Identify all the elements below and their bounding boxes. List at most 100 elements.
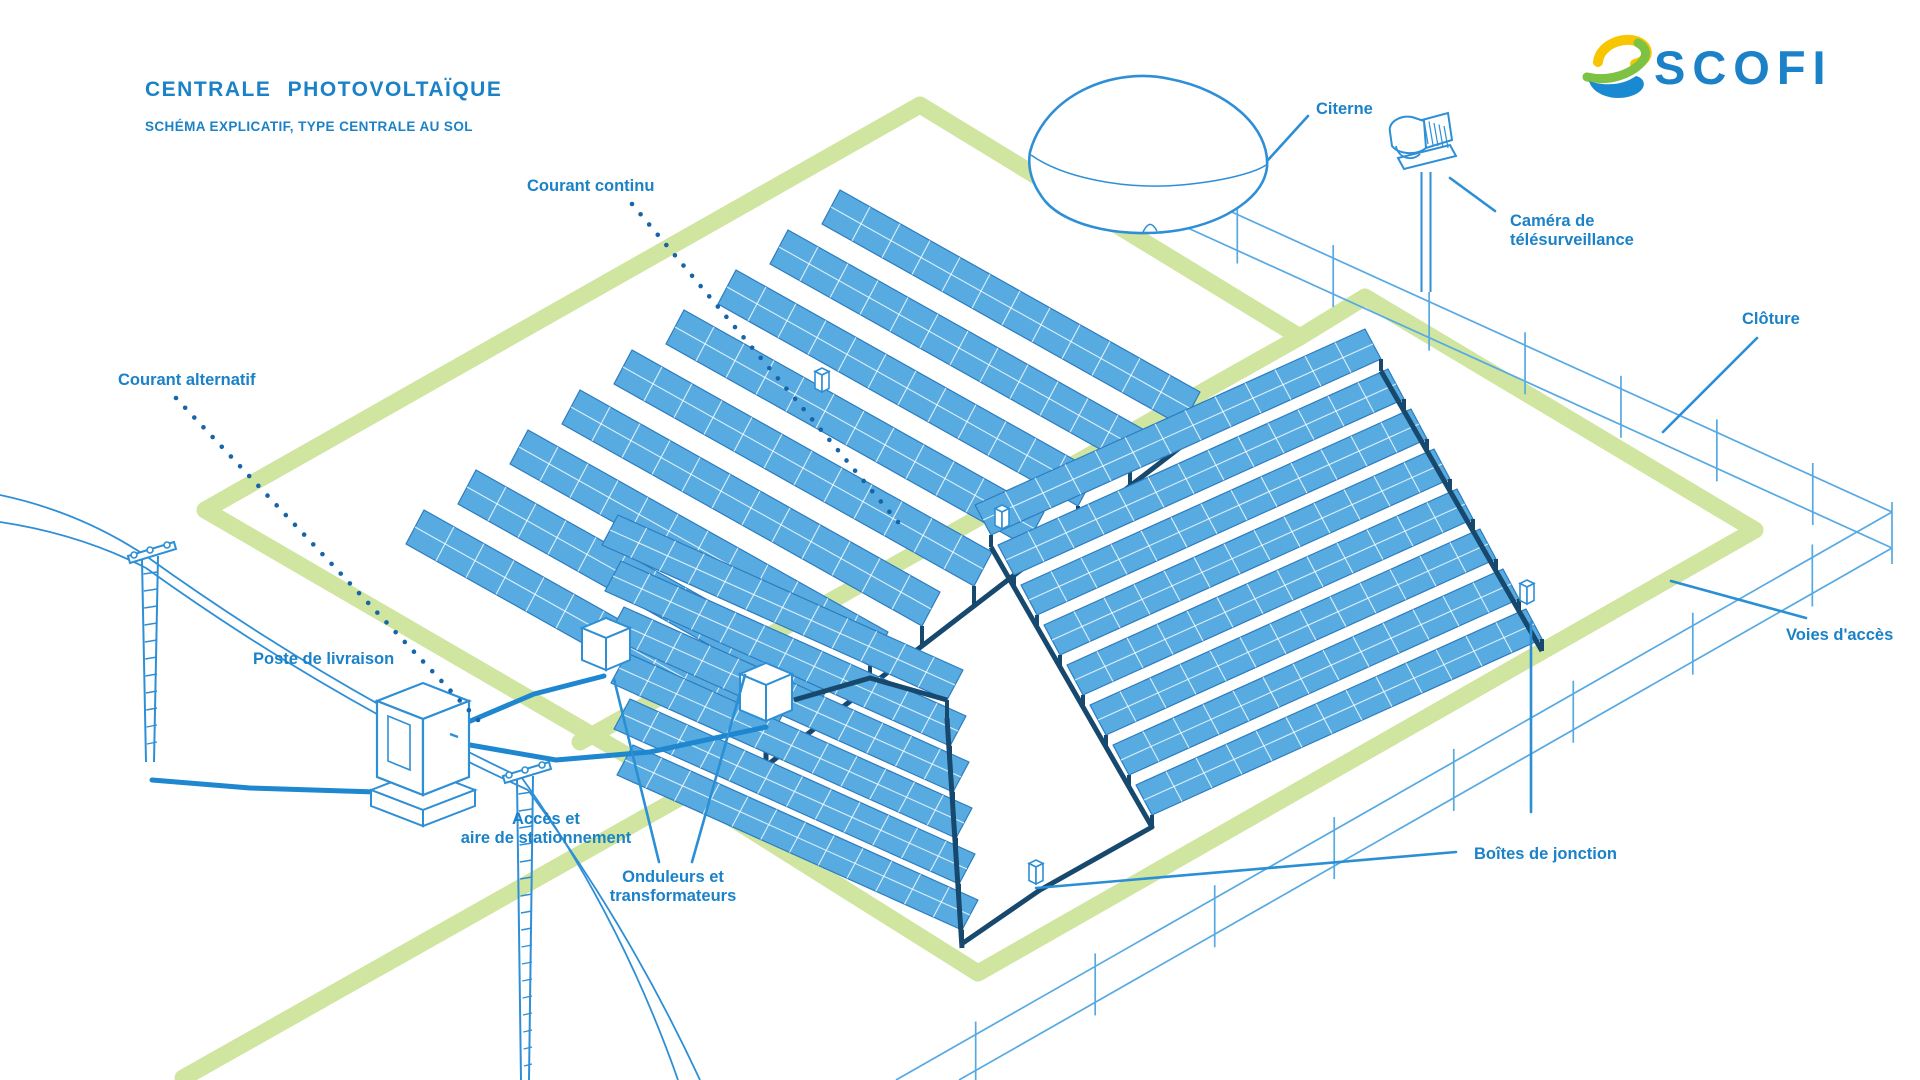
access-road-exit (174, 783, 699, 1080)
poste-de-livraison-right (421, 699, 471, 797)
ac-current-dotted-leader (375, 610, 380, 615)
dc-current-dotted-leader (801, 406, 806, 412)
utility-pole (153, 555, 159, 763)
dc-current-dotted-leader (792, 396, 798, 402)
pole-rung (146, 724, 158, 728)
panel-grid-line (622, 366, 984, 570)
inverter-2-right (765, 672, 793, 723)
pole-rung (143, 588, 158, 592)
dc-current-dotted-leader (646, 222, 652, 227)
leader-camera (1448, 176, 1497, 213)
citerne-seam (1030, 154, 1267, 187)
ac-cable-inverter1 (465, 673, 607, 725)
field-right-front-cable (961, 545, 1155, 946)
ac-current-dotted-leader (411, 649, 417, 654)
pole-insulator (146, 546, 154, 554)
dc-current-dotted-leader (869, 488, 875, 494)
label-poste-de-livraison: Poste de livraison (253, 650, 395, 668)
fence-rail (1057, 168, 1893, 549)
ac-current-dotted-leader (429, 668, 435, 674)
ac-current-dotted-leader (265, 493, 270, 498)
ac-current-dotted-leader (182, 405, 188, 411)
pole-rung (145, 673, 158, 677)
dc-current-dotted-leader (809, 417, 815, 422)
dc-current-dotted-leader (775, 376, 781, 381)
ac-current-dotted-leader (466, 707, 472, 713)
pole-rung (522, 1012, 533, 1016)
fence-rail (958, 547, 1893, 1080)
pole-rung (520, 910, 533, 914)
dc-current-dotted-leader (852, 468, 858, 474)
dc-current-dotted-leader (655, 232, 661, 238)
pole-rung (519, 842, 533, 846)
pole-rung (519, 859, 533, 863)
camera-box-hatch (1438, 124, 1444, 148)
power-line (527, 789, 701, 1080)
label-citerne: Citerne (1316, 100, 1373, 118)
ac-current-dotted-leader (329, 561, 334, 567)
ac-cable-inverter2 (467, 724, 769, 763)
citerne-valve (1142, 223, 1158, 233)
dc-current-dotted-leader (715, 304, 721, 309)
escofi-logo-icon (1582, 35, 1652, 98)
pole-rung (145, 690, 158, 694)
ac-current-dotted-leader (402, 639, 408, 645)
ac-current-dotted-leader (439, 678, 444, 684)
dc-current-dotted-leader (784, 386, 789, 391)
junction-box-3-left (1519, 582, 1528, 606)
leader-citerne (1266, 114, 1310, 162)
pole-rung (521, 961, 533, 965)
leader-onduleur-1 (612, 677, 661, 864)
utility-pole (141, 559, 147, 763)
ac-current-dotted-leader (338, 571, 344, 576)
ac-current-dotted-leader (292, 522, 298, 528)
ac-current-dotted-leader (192, 415, 197, 420)
ac-current-dotted-leader (256, 483, 261, 489)
dc-current-dotted-leader (698, 283, 703, 289)
panel-grid-line (982, 343, 1374, 521)
leader-voies-acces (1669, 579, 1808, 620)
ac-current-dotted-leader (301, 532, 307, 537)
ac-current-dotted-leader (228, 454, 234, 459)
citerne-tank (1027, 74, 1269, 235)
junction-box-2-left (994, 507, 1003, 531)
dc-current-dotted-leader (827, 437, 832, 443)
ac-current-dotted-leader (420, 659, 426, 664)
pole-rung (521, 944, 533, 948)
ac-current-dotted-leader (283, 512, 289, 518)
pole-rung (521, 927, 533, 931)
ac-current-dotted-leader (219, 444, 225, 450)
dc-current-dotted-leader (887, 509, 892, 515)
pole-rung (144, 622, 158, 626)
junction-box-2-right (1001, 507, 1010, 531)
camera-box-hatch (1443, 125, 1449, 149)
dc-current-dotted-leader (741, 335, 746, 340)
dc-current-dotted-leader (638, 211, 643, 217)
pole-insulator (163, 541, 171, 549)
poste-base-right (422, 788, 476, 828)
ac-current-dotted-leader (246, 473, 252, 479)
power-line (145, 567, 529, 791)
ac-current-dotted-leader (201, 424, 206, 430)
ac-current-dotted-leader (237, 464, 243, 469)
ac-current-dotted-leader (173, 395, 179, 401)
dc-cable-link (793, 675, 948, 703)
page-subtitle: SCHÉMA EXPLICATIF, TYPE CENTRALE AU SOL (145, 119, 473, 134)
dc-current-dotted-leader (629, 201, 635, 207)
label-camera-telesurveillance: Caméra de télésurveillance (1510, 212, 1634, 249)
dc-current-dotted-leader (835, 447, 841, 453)
poste-handle (449, 732, 459, 739)
panel-grid-line (1074, 503, 1466, 681)
panel-grid-line (726, 286, 1088, 490)
dc-current-dotted-leader (766, 365, 772, 371)
ac-current-dotted-leader (320, 551, 325, 557)
label-courant-continu: Courant continu (527, 177, 655, 195)
panel-grid-line (621, 713, 968, 870)
junction-box-1-left (814, 370, 823, 394)
power-line (521, 777, 679, 1080)
junction-box-4-right (1035, 862, 1044, 886)
dc-current-dotted-leader (878, 499, 884, 504)
leader-onduleur-2 (690, 673, 747, 864)
